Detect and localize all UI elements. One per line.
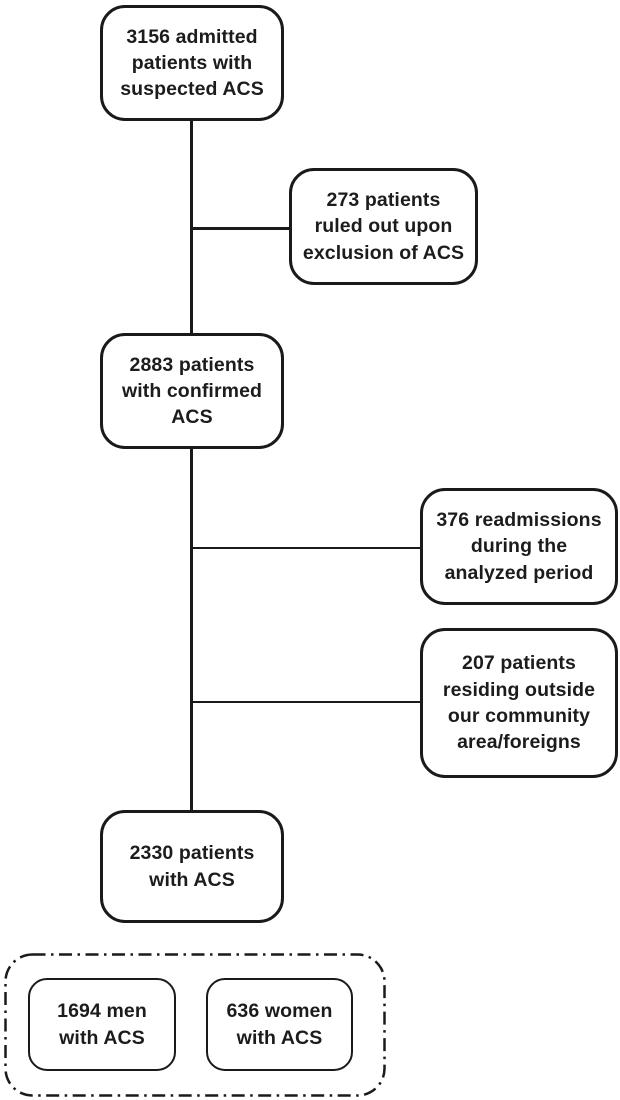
node-suspected-acs-label: 3156 admitted patients with suspected AC…	[120, 25, 264, 101]
node-suspected-acs: 3156 admitted patients with suspected AC…	[100, 5, 284, 121]
node-women-acs: 636 women with ACS	[206, 978, 353, 1071]
node-outside-area-label: 207 patients residing outside our commun…	[442, 652, 596, 754]
node-readmissions-label: 376 readmissions during the analyzed per…	[436, 509, 602, 584]
group-sex-split: 1694 men with ACS 636 women with ACS	[4, 953, 386, 1097]
node-men-acs-label: 1694 men with ACS	[57, 1000, 147, 1049]
node-outside-area: 207 patients residing outside our commun…	[420, 628, 618, 778]
connector-branch-outside	[191, 700, 422, 703]
dash-dot-border	[4, 953, 386, 1097]
node-ruled-out-label: 273 patients ruled out upon exclusion of…	[302, 189, 465, 264]
node-final-acs-label: 2330 patients with ACS	[129, 842, 255, 891]
node-readmissions: 376 readmissions during the analyzed per…	[420, 488, 618, 605]
node-confirmed-acs: 2883 patients with confirmed ACS	[100, 333, 284, 449]
connector-confirmed-to-final	[190, 447, 193, 812]
connector-branch-excluded	[191, 227, 291, 230]
node-men-acs: 1694 men with ACS	[28, 978, 176, 1071]
connector-branch-readmissions	[191, 546, 422, 549]
node-final-acs: 2330 patients with ACS	[100, 810, 284, 923]
node-confirmed-acs-label: 2883 patients with confirmed ACS	[121, 353, 263, 429]
node-women-acs-label: 636 women with ACS	[226, 1000, 333, 1049]
node-ruled-out: 273 patients ruled out upon exclusion of…	[289, 168, 478, 285]
